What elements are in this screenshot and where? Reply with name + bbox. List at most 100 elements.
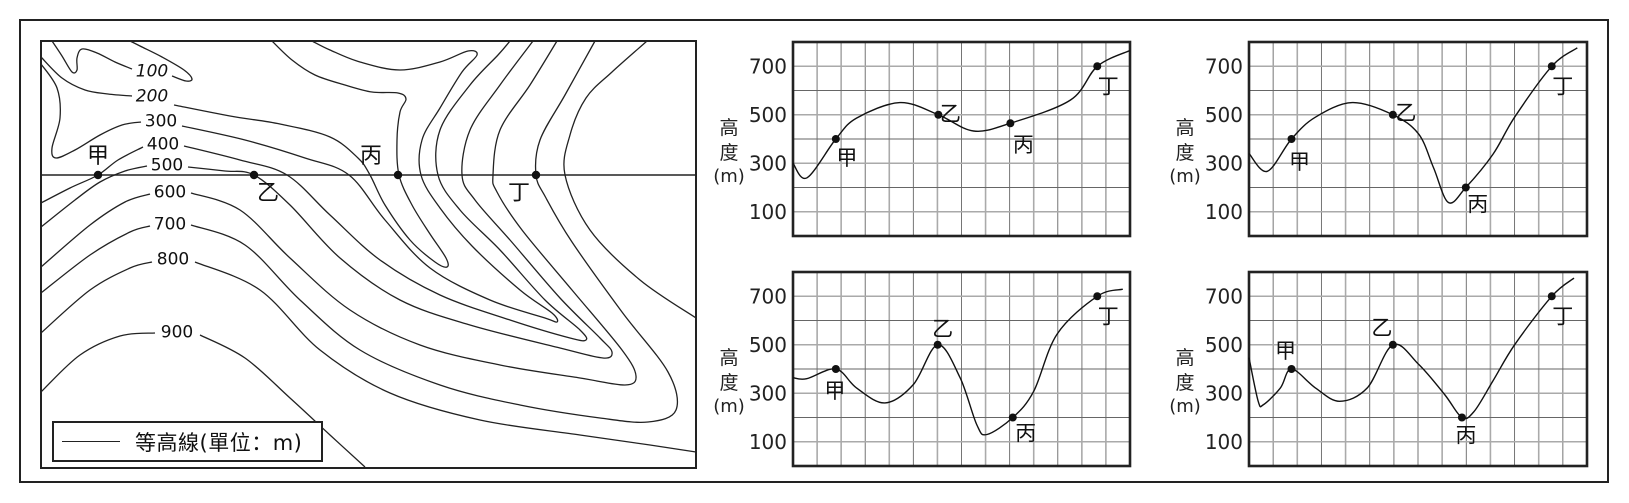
- profile-points: [93, 170, 541, 180]
- profile-point-label-jia: 甲: [836, 146, 857, 170]
- profile-point-bing: [1006, 119, 1015, 128]
- profile-point-label-ding: 丁: [1098, 74, 1119, 98]
- contour-400-segment-1: [183, 40, 588, 342]
- contour-500-segment-1: [187, 40, 613, 359]
- contour-900-segment-1: [199, 334, 366, 468]
- contour-100-segment-0: [51, 40, 133, 74]
- contour-right-segment-0: [563, 40, 697, 319]
- y-tick-label: 500: [749, 103, 787, 127]
- contour-200-segment-0: [40, 56, 133, 97]
- profile-point-jia: [831, 365, 840, 373]
- map-point-bing: [393, 170, 403, 180]
- y-tick-label: 300: [1205, 381, 1243, 405]
- profile-point-label-ding: 丁: [1098, 304, 1119, 328]
- contour-200-segment-1: [173, 40, 449, 268]
- map-point-label-jia: 甲: [86, 144, 110, 169]
- map-point-ding: [531, 170, 541, 180]
- contour-map-border: [40, 40, 697, 469]
- profile-point-label-bing: 丙: [1455, 424, 1476, 448]
- y-axis-title-char: 高: [1175, 117, 1194, 139]
- contour-600-segment-0: [40, 193, 151, 268]
- contour-label-400: 400: [146, 134, 180, 155]
- profile-chart-1: 700 500 300 100 高度(m) 甲 乙丙 丁: [713, 40, 1132, 238]
- y-tick-label: 300: [1205, 151, 1243, 175]
- y-tick-label: 100: [1205, 200, 1243, 224]
- profile-point-label-yi: 乙: [940, 102, 961, 126]
- map-point-label-bing: 丙: [359, 144, 383, 169]
- y-axis-title-char: 度: [1175, 142, 1194, 164]
- profile-point-label-bing: 丙: [1467, 193, 1488, 217]
- contour-label-200: 200: [135, 86, 169, 107]
- contour-600-segment-1: [190, 40, 637, 386]
- y-axis-title-char: 高: [719, 347, 738, 369]
- y-axis-unit: (m): [1169, 396, 1201, 417]
- y-axis-unit: (m): [713, 396, 745, 417]
- y-tick-label: 300: [749, 151, 787, 175]
- profile-point-label-yi: 乙: [932, 317, 953, 341]
- y-tick-label: 700: [749, 284, 787, 308]
- y-tick-label: 700: [1205, 284, 1243, 308]
- chart-border: [1247, 40, 1589, 238]
- profile-point-bing: [1008, 413, 1017, 422]
- contour-300-segment-0: [40, 63, 142, 159]
- y-tick-label: 100: [749, 430, 787, 454]
- profile-point-jia: [1287, 365, 1296, 373]
- profile-point-yi: [933, 340, 942, 349]
- contour-label-600: 600: [153, 182, 187, 203]
- contour-300-segment-1: [181, 40, 559, 323]
- profile-point-label-ding: 丁: [1552, 304, 1573, 328]
- contour-100-segment-1: [129, 40, 193, 82]
- map-legend: 等高線(單位：m): [52, 421, 323, 462]
- y-tick-label: 500: [1205, 333, 1243, 357]
- chart-border: [791, 270, 1132, 468]
- map-point-label-yi: 乙: [256, 181, 280, 206]
- contour-900-segment-0: [40, 332, 156, 393]
- figure-frame: [19, 19, 1609, 483]
- contour-label-500: 500: [150, 155, 184, 176]
- profile-point-label-ding: 丁: [1552, 74, 1573, 98]
- y-tick-label: 700: [749, 54, 787, 78]
- y-axis-unit: (m): [1169, 166, 1201, 187]
- profile-point-label-yi: 乙: [1395, 101, 1416, 125]
- profile-point-label-jia: 甲: [1289, 150, 1310, 174]
- contour-label-900: 900: [160, 322, 194, 343]
- contour-700-segment-0: [40, 225, 151, 294]
- profile-point-jia: [831, 135, 840, 143]
- profile-point-label-bing: 丙: [1015, 422, 1036, 446]
- profile-point-yi: [1388, 340, 1397, 349]
- map-point-jia: [93, 170, 103, 180]
- y-axis-title-char: 度: [719, 142, 738, 164]
- y-tick-label: 300: [749, 381, 787, 405]
- profile-point-ding: [1093, 62, 1102, 71]
- profile-charts: 700500300100高度(m)甲乙丙丁700500300100高度(m)甲乙…: [713, 40, 1589, 468]
- contour-label-700: 700: [153, 214, 187, 235]
- y-tick-label: 700: [1205, 54, 1243, 78]
- profile-point-jia: [1287, 135, 1296, 143]
- profile-point-ding: [1547, 292, 1556, 301]
- profile-line: [792, 288, 1123, 436]
- profile-point-label-yi: 乙: [1371, 316, 1392, 340]
- contour-label-100: 100: [135, 61, 169, 82]
- contour-label-300: 300: [144, 111, 178, 132]
- profile-point-label-bing: 丙: [1013, 133, 1034, 157]
- contour-800-segment-0: [40, 261, 153, 334]
- contour-800-segment-1: [194, 261, 697, 453]
- profile-point-label-jia: 甲: [1275, 339, 1296, 363]
- profile-point-ding: [1547, 62, 1556, 71]
- profile-point-yi: [1388, 110, 1397, 119]
- y-axis-title-char: 度: [719, 372, 738, 394]
- y-axis-title-char: 度: [1175, 372, 1194, 394]
- contour-map: [40, 40, 697, 469]
- y-axis-title-char: 高: [719, 117, 738, 139]
- contour-500-segment-0: [40, 165, 148, 228]
- y-tick-label: 100: [749, 200, 787, 224]
- profile-point-label-jia: 甲: [824, 379, 845, 403]
- y-axis-unit: (m): [713, 166, 745, 187]
- map-point-yi: [249, 170, 259, 180]
- profile-point-bing: [1461, 183, 1470, 192]
- profile-point-bing: [1457, 413, 1466, 422]
